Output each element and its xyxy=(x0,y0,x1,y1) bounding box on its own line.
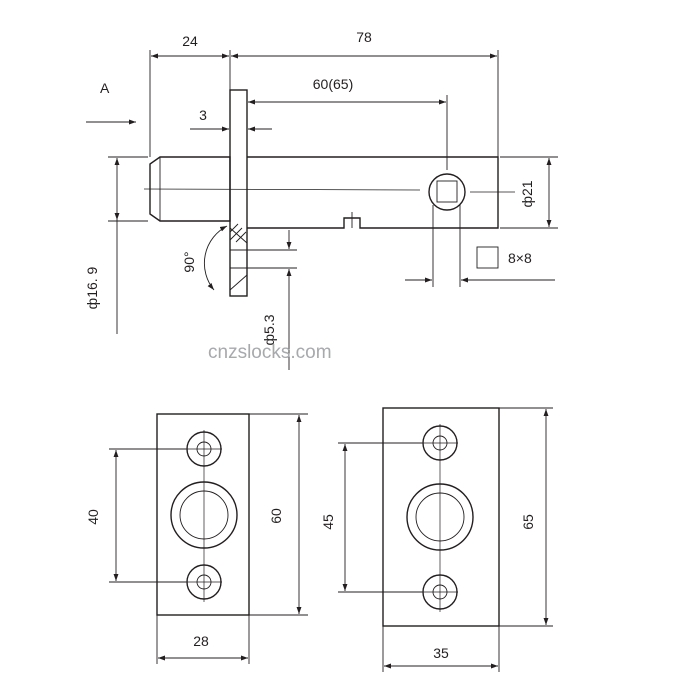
drive-square xyxy=(436,180,458,203)
plate-large: 65 35 45 xyxy=(320,407,553,672)
plate-small: 60 28 40 xyxy=(85,413,308,664)
dim-label-90: 90° xyxy=(181,251,197,272)
dim-label-small-height: 60 xyxy=(268,508,284,524)
centerline xyxy=(143,188,515,193)
dim-label-3: 3 xyxy=(199,107,207,123)
flange xyxy=(229,89,248,297)
dim-label-large-spacing: 45 xyxy=(320,514,336,530)
dim-label-phi21: ф21 xyxy=(519,180,535,207)
square-symbol xyxy=(476,246,499,269)
dim-label-60-65: 60(65) xyxy=(313,76,353,92)
watermark: cnzslocks.com xyxy=(208,342,332,363)
plate-small-centerlines xyxy=(186,430,222,602)
dim-label-small-spacing: 40 xyxy=(85,509,101,525)
dim-label-24: 24 xyxy=(182,33,198,49)
dim-label-large-height: 65 xyxy=(520,514,536,530)
countersunk-screw xyxy=(229,227,248,291)
dim-label-phi5-3: ф5.3 xyxy=(261,314,277,345)
side-view: A 24 78 60(65) 3 xyxy=(84,29,558,370)
drive-hole-circle xyxy=(428,173,466,211)
bolt-body xyxy=(247,156,499,229)
dim-label-8x8: 8×8 xyxy=(508,250,532,266)
angle-arc xyxy=(203,225,228,291)
plate-large-centerlines xyxy=(422,424,458,612)
view-label: A xyxy=(100,80,110,96)
dim-label-small-width: 28 xyxy=(193,633,209,649)
dim-label-large-width: 35 xyxy=(433,645,449,661)
plate-large-outline xyxy=(382,407,500,627)
hatch xyxy=(229,223,247,243)
dim-label-phi16-9: ф16. 9 xyxy=(84,266,100,309)
dim-label-78: 78 xyxy=(356,29,372,45)
plate-small-outline xyxy=(156,413,250,616)
